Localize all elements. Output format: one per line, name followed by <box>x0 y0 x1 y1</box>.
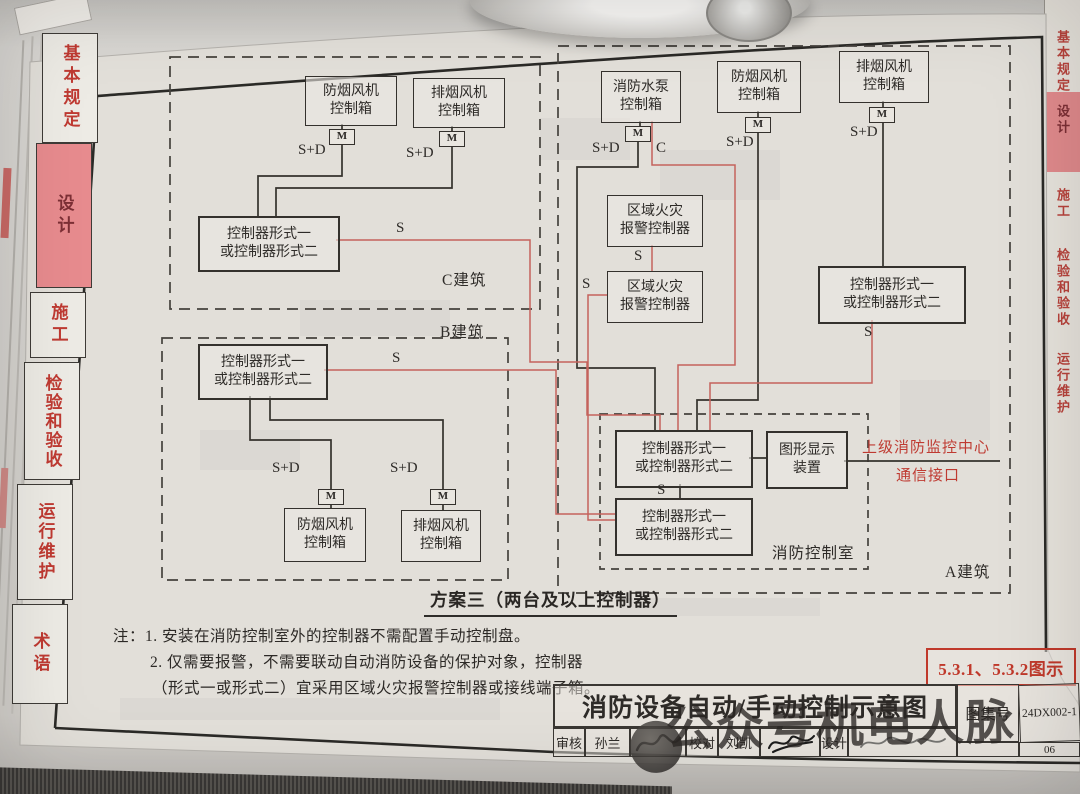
page-number-label-cell <box>957 742 1019 757</box>
wire-label-sd: S+D <box>298 142 326 158</box>
section-ref-box: 5.3.1、5.3.2图示 <box>926 648 1076 686</box>
box-cr-controller-1: 控制器形式一 或控制器形式二 <box>615 430 753 488</box>
atlas-number-label: 图集号 <box>957 684 1019 742</box>
module-box: M <box>625 126 651 142</box>
sidebar-tab-basic-rules: 基本规定 <box>42 33 98 143</box>
sheet-title: 消防设备自动/手动控制示意图 <box>553 684 957 728</box>
label-building-c: C建筑 <box>442 272 487 289</box>
wire-label-sd: S+D <box>850 124 878 140</box>
module-box: M <box>745 117 771 133</box>
box-zone-alarm-controller-1: 区域火灾 报警控制器 <box>607 195 703 247</box>
reviewer-name: 孙兰 <box>585 728 630 757</box>
checker-signature <box>760 728 820 757</box>
edge-tab-inspection: 检验和验收 <box>1055 248 1070 328</box>
box-cr-controller-2: 控制器形式一 或控制器形式二 <box>615 498 753 556</box>
watermark-text: 公众号机电人脉 <box>665 696 1017 757</box>
box-controller-c: 控制器形式一 或控制器形式二 <box>198 216 340 272</box>
designer-label: 设计 <box>820 728 848 757</box>
wire-label-sd: S+D <box>592 140 620 156</box>
edge-tab-basic-rules: 基本规定 <box>1055 30 1070 94</box>
box-smoke-fan-control-c: 防烟风机 控制箱 <box>305 76 397 126</box>
label-comm-interface: 通信接口 <box>896 468 961 484</box>
watermark: 公众号机电人脉 <box>599 690 1080 790</box>
signature-scribble <box>859 736 946 748</box>
sidebar-tab-inspection-acceptance: 检验和验收 <box>24 362 80 480</box>
checker-name: 刘凯 <box>718 728 760 757</box>
sidebar-tab-design: 设计 <box>36 143 92 288</box>
box-exhaust-fan-control-b: 排烟风机 控制箱 <box>401 510 481 562</box>
reviewer-label: 审核 <box>553 728 585 757</box>
box-graphic-display: 图形显示 装置 <box>766 431 848 489</box>
module-box: M <box>869 107 895 123</box>
edge-tab-design-bg <box>1045 92 1080 172</box>
wire-label-s: S <box>582 276 591 292</box>
module-box: M <box>439 131 465 147</box>
wire-label-sd: S+D <box>726 134 754 150</box>
note-line-2: 2. 仅需要报警，不需要联动自动消防设备的保护对象，控制器 <box>150 654 584 671</box>
box-exhaust-fan-control-c: 排烟风机 控制箱 <box>413 78 505 128</box>
box-smoke-fan-control-b: 防烟风机 控制箱 <box>284 508 366 562</box>
wire-label-s: S <box>392 350 401 366</box>
box-controller-b: 控制器形式一 或控制器形式二 <box>198 344 328 400</box>
box-exhaust-fan-control-a: 排烟风机 控制箱 <box>839 51 929 103</box>
module-box: M <box>430 489 456 505</box>
wire-label-s: S <box>657 482 666 498</box>
label-uplink-center: 上级消防监控中心 <box>862 440 991 456</box>
scheme-caption: 方案三（两台及以上控制器） <box>424 587 677 617</box>
wire-label-c: C <box>656 140 667 156</box>
sidebar-tab-operation-maintenance: 运行维护 <box>17 484 73 600</box>
box-fire-pump-control: 消防水泵 控制箱 <box>601 71 681 123</box>
module-box: M <box>329 129 355 145</box>
wire-label-s: S <box>864 324 873 340</box>
wire-label-sd: S+D <box>406 145 434 161</box>
sidebar-tab-terminology: 术语 <box>12 604 68 704</box>
module-box: M <box>318 489 344 505</box>
label-building-a: A建筑 <box>945 564 991 581</box>
label-building-b: B建筑 <box>440 324 485 341</box>
wire-label-s: S <box>396 220 405 236</box>
checker-label: 校对 <box>686 728 718 757</box>
signature-scribble <box>767 734 816 754</box>
designer-signature <box>848 728 957 757</box>
box-controller-a: 控制器形式一 或控制器形式二 <box>818 266 966 324</box>
wire-label-sd: S+D <box>272 460 300 476</box>
edge-tab-operation: 运行维护 <box>1055 352 1070 416</box>
label-fire-control-room: 消防控制室 <box>772 545 855 562</box>
box-smoke-fan-control-a: 防烟风机 控制箱 <box>717 61 801 113</box>
box-zone-alarm-controller-2: 区域火灾 报警控制器 <box>607 271 703 323</box>
next-page-edge: 基本规定 设计 施工 检验和验收 运行维护 <box>1044 0 1080 700</box>
note-line-1: 注：1. 安装在消防控制室外的控制器不需配置手动控制盘。 <box>113 628 531 645</box>
page-number-value: 06 <box>1019 742 1080 757</box>
wire-label-sd: S+D <box>390 460 418 476</box>
edge-tab-construction: 施工 <box>1055 188 1070 220</box>
edge-tab-design: 设计 <box>1055 104 1070 136</box>
note-line-3: （形式一或形式二）宜采用区域火灾报警控制器或接线端子箱。 <box>152 680 601 697</box>
sidebar-tab-construction: 施工 <box>30 292 86 358</box>
wire-label-s: S <box>634 248 643 264</box>
